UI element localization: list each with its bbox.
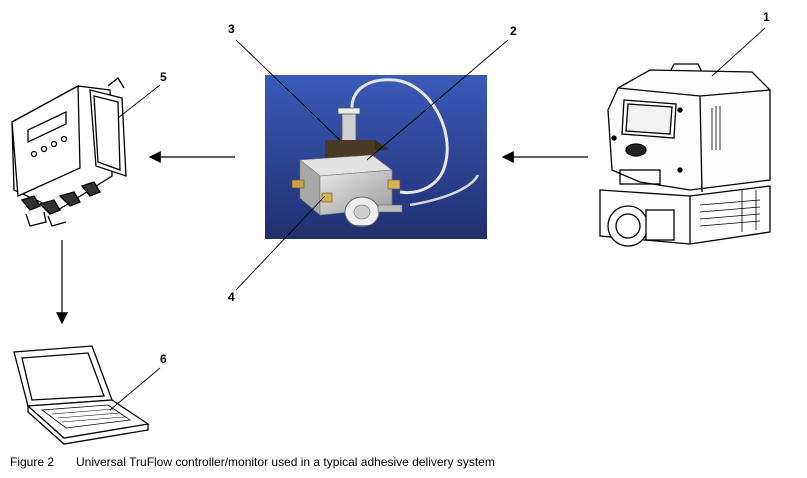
laptop	[13, 345, 150, 445]
callout-1: 1	[763, 10, 770, 24]
callout-4: 4	[228, 290, 235, 304]
leader-1	[711, 27, 766, 77]
leader-3	[235, 39, 341, 141]
controller-enclosure	[11, 77, 127, 227]
leader-6	[109, 367, 161, 411]
figure-caption-text: Universal TruFlow controller/monitor use…	[76, 455, 495, 469]
leader-4	[235, 195, 326, 291]
figure-number: Figure 2	[10, 455, 55, 469]
leader-5	[117, 84, 161, 119]
figure-caption: Figure 2 Universal TruFlow controller/mon…	[10, 455, 495, 469]
callout-3: 3	[228, 22, 235, 36]
leader-2	[366, 39, 509, 161]
flow-arrows	[56, 151, 588, 325]
callout-6: 6	[160, 352, 167, 366]
melter-unit	[599, 63, 771, 247]
truflow-meter-photo	[265, 75, 487, 239]
leader-lines	[109, 27, 766, 411]
callout-5: 5	[160, 70, 167, 84]
callout-2: 2	[510, 24, 517, 38]
